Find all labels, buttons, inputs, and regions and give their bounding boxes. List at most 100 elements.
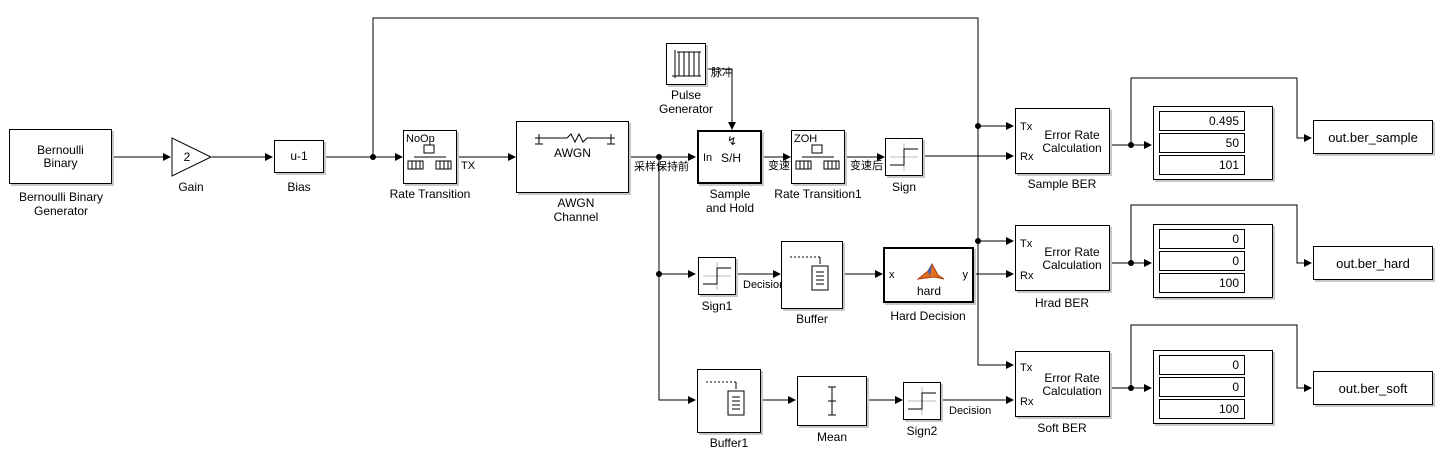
sample-ber-tx: Tx: [1020, 121, 1033, 133]
signal-decision2: Decision: [949, 405, 992, 417]
sh-in-port: In: [703, 152, 713, 164]
sample-hold-block[interactable]: In ↯ S/H: [697, 130, 762, 184]
signal-before-sh: 采样保持前: [634, 161, 689, 173]
mean-block[interactable]: [797, 376, 867, 426]
bias-block[interactable]: u-1: [274, 140, 324, 173]
junction-dot: [1128, 260, 1134, 266]
rate-transition1-icon: [795, 144, 840, 170]
rate-transition1-block[interactable]: ZOH: [791, 130, 845, 184]
sign1-block[interactable]: [698, 257, 736, 295]
sh-text: S/H: [721, 151, 742, 165]
hard-y-port: y: [962, 269, 969, 281]
hard-decision-label: Hard Decision: [890, 309, 966, 323]
soft-display-value-2: 0: [1159, 377, 1245, 397]
soft-display[interactable]: 0 0 100: [1153, 350, 1273, 424]
sample-ber-rx: Rx: [1020, 151, 1034, 163]
junction-dot: [975, 123, 981, 129]
pulse-generator-block[interactable]: [666, 43, 706, 85]
rate-transition1-label: Rate Transition1: [774, 187, 862, 201]
hard-display-value-1: 0: [1159, 229, 1245, 249]
soft-ber-rx: Rx: [1020, 396, 1034, 408]
sample-display-value-1: 0.495: [1159, 111, 1245, 131]
out-ber-hard-block[interactable]: out.ber_hard: [1313, 246, 1433, 280]
soft-ber-text: Error Rate Calculation: [1042, 371, 1102, 398]
sample-ber-label: Sample BER: [1027, 177, 1097, 191]
hard-display-value-2: 0: [1159, 251, 1245, 271]
sample-hold-label: Sample and Hold: [705, 187, 755, 215]
sample-display-value-2: 50: [1159, 133, 1245, 153]
hrad-ber-rx: Rx: [1020, 270, 1034, 282]
signal-pulse: 脉冲: [711, 67, 733, 79]
bernoulli-label: Bernoulli Binary Generator: [18, 190, 104, 218]
hard-text: hard: [917, 284, 942, 298]
junction-dot: [1128, 142, 1134, 148]
sign1-label: Sign1: [701, 299, 733, 313]
soft-ber-block[interactable]: Tx Rx Error Rate Calculation: [1015, 351, 1110, 417]
junction-dot: [370, 154, 376, 160]
hrad-ber-tx: Tx: [1020, 238, 1033, 250]
rate-transition-icon: [407, 144, 452, 170]
signal-decision1: Decision: [743, 279, 786, 291]
sample-ber-text: Error Rate Calculation: [1042, 128, 1102, 155]
hard-x-port: x: [889, 269, 895, 281]
buffer-block[interactable]: [781, 241, 843, 309]
hrad-ber-label: Hrad BER: [1034, 296, 1090, 310]
sign2-icon: [908, 387, 936, 415]
mean-icon: [828, 386, 836, 416]
hard-display-value-3: 100: [1159, 273, 1245, 293]
soft-ber-label: Soft BER: [1037, 421, 1087, 435]
out-ber-sample-block[interactable]: out.ber_sample: [1313, 120, 1433, 154]
junction-dot: [1128, 385, 1134, 391]
bias-text: u-1: [290, 149, 308, 163]
hard-decision-block[interactable]: x y hard: [883, 247, 974, 303]
soft-ber-tx: Tx: [1020, 362, 1033, 374]
hard-display[interactable]: 0 0 100: [1153, 224, 1273, 298]
soft-display-value-1: 0: [1159, 355, 1245, 375]
rate-transition-label: Rate Transition: [389, 187, 471, 201]
gain-label: Gain: [178, 180, 204, 194]
buffer1-icon: [706, 381, 745, 416]
sign1-icon: [703, 262, 731, 290]
wire-pulse-sh: [706, 68, 736, 130]
awgn-label: AWGN Channel: [553, 196, 599, 224]
wire-hber-out: [1130, 204, 1312, 267]
out-ber-soft-text: out.ber_soft: [1338, 380, 1408, 396]
sign2-block[interactable]: [903, 382, 941, 420]
wire-sber-out: [1130, 77, 1312, 145]
rate-transition-mode: NoOp: [406, 133, 435, 145]
awgn-text: AWGN: [554, 145, 591, 160]
gain-block[interactable]: [171, 137, 213, 177]
pulse-icon: [672, 50, 701, 78]
trigger-icon: ↯: [727, 134, 738, 148]
sample-display-value-3: 101: [1159, 155, 1245, 175]
rate-transition1-mode: ZOH: [794, 133, 818, 145]
awgn-block[interactable]: AWGN: [516, 121, 629, 193]
sample-ber-block[interactable]: Tx Rx Error Rate Calculation: [1015, 108, 1110, 174]
out-ber-soft-block[interactable]: out.ber_soft: [1313, 371, 1433, 405]
matlab-icon: [916, 262, 945, 280]
mean-label: Mean: [816, 430, 848, 444]
buffer-icon: [790, 256, 829, 291]
sign-label: Sign: [891, 180, 917, 194]
gain-value: 2: [183, 150, 191, 164]
junction-dot: [656, 271, 662, 277]
awgn-icon: [535, 132, 615, 145]
buffer-label: Buffer: [796, 312, 828, 326]
hrad-ber-block[interactable]: Tx Rx Error Rate Calculation: [1015, 225, 1110, 291]
buffer1-label: Buffer1: [709, 436, 749, 450]
junction-dot: [656, 154, 662, 160]
rate-transition-block[interactable]: NoOp: [403, 130, 457, 184]
wire-tx-bus: [372, 17, 1014, 369]
sample-display[interactable]: 0.495 50 101: [1153, 106, 1273, 180]
out-ber-hard-text: out.ber_hard: [1336, 255, 1410, 271]
bernoulli-block[interactable]: Bernoulli Binary: [9, 129, 112, 184]
wire-soft-out: [1130, 324, 1312, 392]
buffer1-block[interactable]: [697, 369, 761, 433]
pulse-generator-label: Pulse Generator: [658, 88, 714, 116]
signal-after-rate: 变速后: [850, 160, 883, 172]
bernoulli-text: Bernoulli Binary: [37, 142, 84, 170]
out-ber-sample-text: out.ber_sample: [1328, 129, 1418, 145]
sign-block[interactable]: [885, 138, 923, 176]
soft-display-value-3: 100: [1159, 399, 1245, 419]
sign2-label: Sign2: [906, 424, 938, 438]
